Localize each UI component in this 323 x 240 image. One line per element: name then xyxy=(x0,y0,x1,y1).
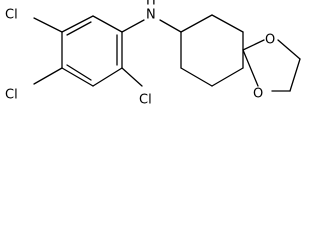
double-bond-inner-2 xyxy=(66,64,92,81)
oxygen-label-top: O xyxy=(265,33,275,48)
bond-ch2-ch2 xyxy=(289,58,301,92)
bond-ring-c5-c6 xyxy=(92,67,123,87)
bond-ring-c2-c3 xyxy=(61,15,94,33)
bond-cy-5-6 xyxy=(180,67,213,87)
bond-cy-2-3 xyxy=(211,14,244,33)
bond-c1-n xyxy=(121,19,145,33)
benzene-ring xyxy=(61,15,123,87)
bond-spiro-o-top xyxy=(242,39,265,51)
bond-c3-cl-top xyxy=(33,17,63,33)
oxygen-label-bottom: O xyxy=(253,87,263,102)
nitrogen-label: N xyxy=(146,8,156,23)
nitrogen-hydrogen-label: H xyxy=(146,0,156,9)
dioxolane-ring xyxy=(242,39,301,92)
bond-o-top-ch2 xyxy=(277,39,301,60)
double-bond-inner-1 xyxy=(66,21,92,36)
cyclohexane-ring xyxy=(180,14,244,87)
molecule-canvas: Cl Cl Cl N H O O xyxy=(5,0,301,108)
chlorine-label-top: Cl xyxy=(5,8,18,23)
structure-drawing: Cl Cl Cl N H O O xyxy=(5,0,301,108)
bond-c6-cl-right xyxy=(121,67,143,87)
bond-cy-4-5 xyxy=(211,67,244,87)
bond-n-cyclohexyl xyxy=(159,19,182,33)
bond-spiro-o-bottom xyxy=(242,49,259,87)
bond-c4-cl-middle xyxy=(33,67,63,85)
chlorine-label-middle: Cl xyxy=(5,88,18,103)
bond-cy-1-2 xyxy=(180,14,213,33)
bond-ring-c4-c5 xyxy=(61,67,94,87)
bond-ring-c1-c2 xyxy=(92,15,123,33)
chlorine-label-right: Cl xyxy=(139,93,152,108)
